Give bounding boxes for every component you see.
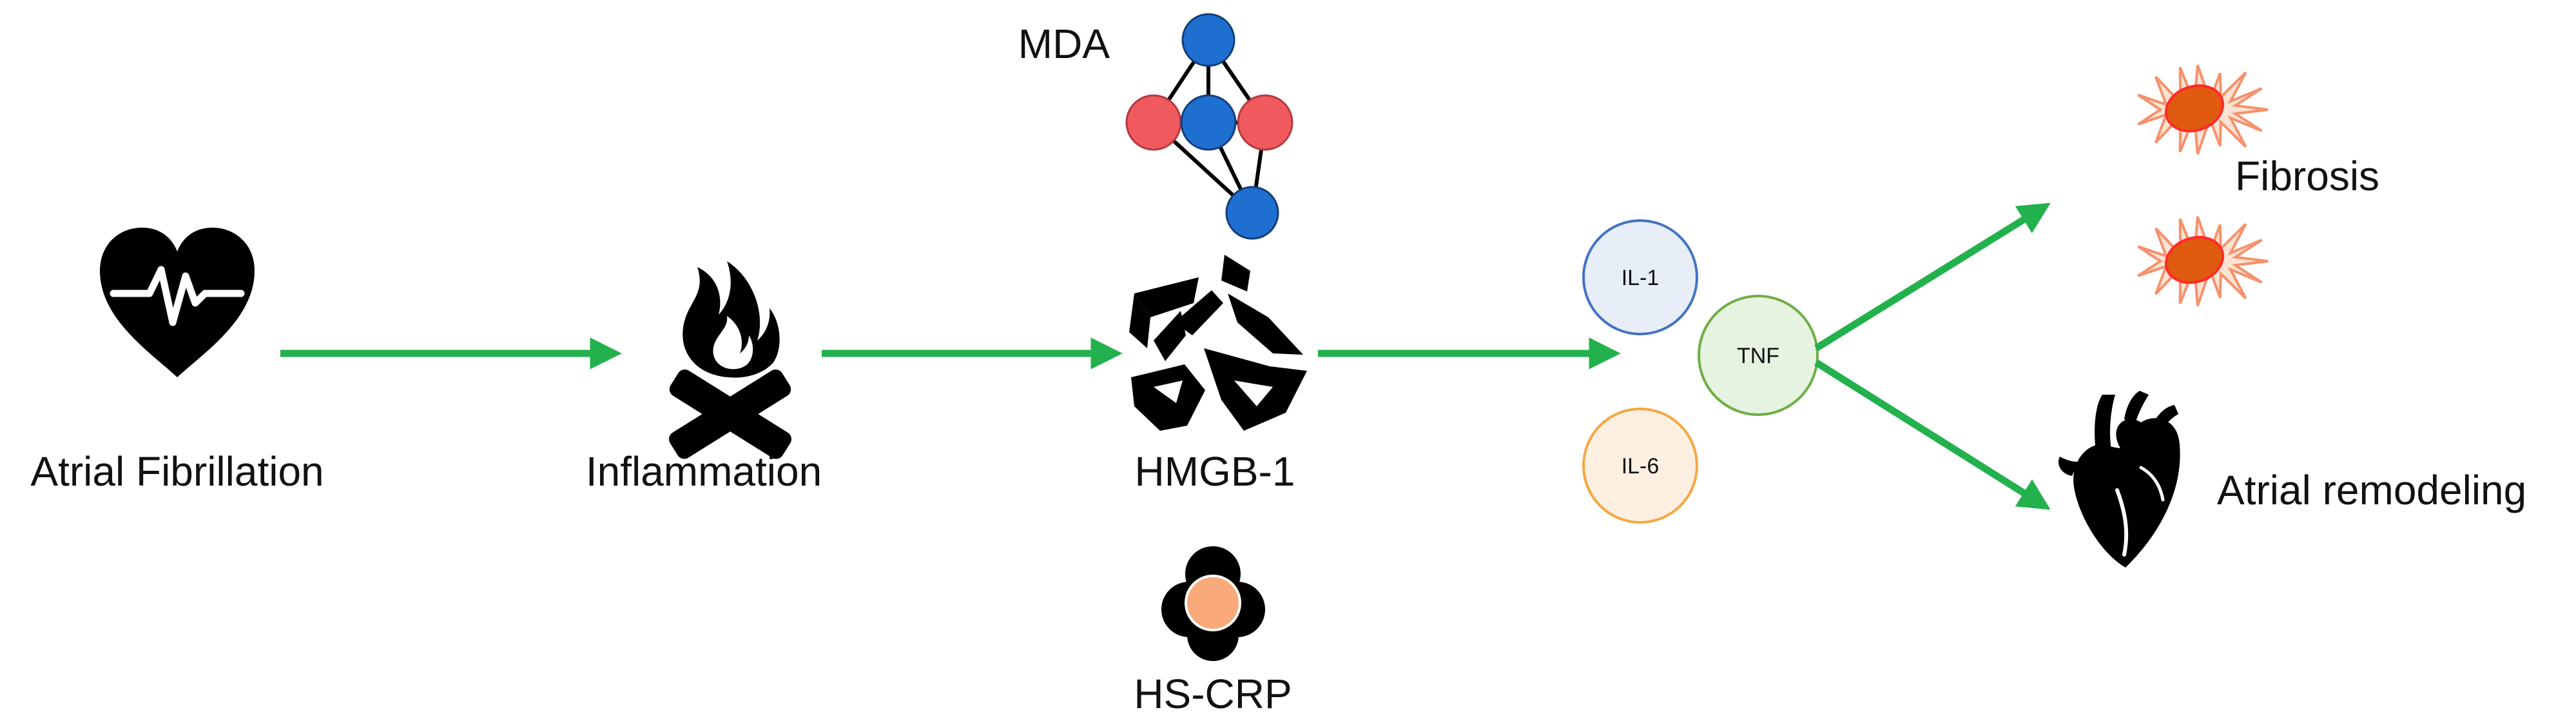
il6-circle: IL-6 (1582, 408, 1698, 524)
mda-molecule-icon (1125, 13, 1293, 240)
il1-circle: IL-1 (1582, 219, 1698, 335)
heart-ecg-icon (100, 228, 255, 377)
arrow-tnf-to-fibrosis (1814, 202, 2051, 351)
fibroblast-cell-icon (2137, 216, 2269, 306)
mda-label: MDA (1018, 21, 1110, 67)
hmgb1-label: HMGB-1 (1135, 448, 1295, 495)
fibrosis-label: Fibrosis (2235, 153, 2379, 199)
anatomical-heart-icon (2058, 391, 2180, 568)
tnf-label: TNF (1737, 344, 1779, 368)
hmgb1-protein-icon (1129, 255, 1307, 431)
hs-crp-label: HS-CRP (1134, 671, 1292, 717)
tnf-circle: TNF (1698, 295, 1819, 416)
campfire-icon (668, 261, 792, 459)
il1-label: IL-1 (1622, 266, 1660, 290)
inflammation-label: Inflammation (586, 448, 822, 495)
il6-label: IL-6 (1622, 454, 1660, 479)
arrow-tnf-to-remodeling (1814, 359, 2051, 510)
atrial-fibrillation-label: Atrial Fibrillation (30, 448, 324, 495)
atrial-remodeling-label: Atrial remodeling (2217, 467, 2526, 513)
crp-pentamer-icon (1161, 546, 1265, 661)
fibroblast-cell-icon (2137, 64, 2269, 155)
